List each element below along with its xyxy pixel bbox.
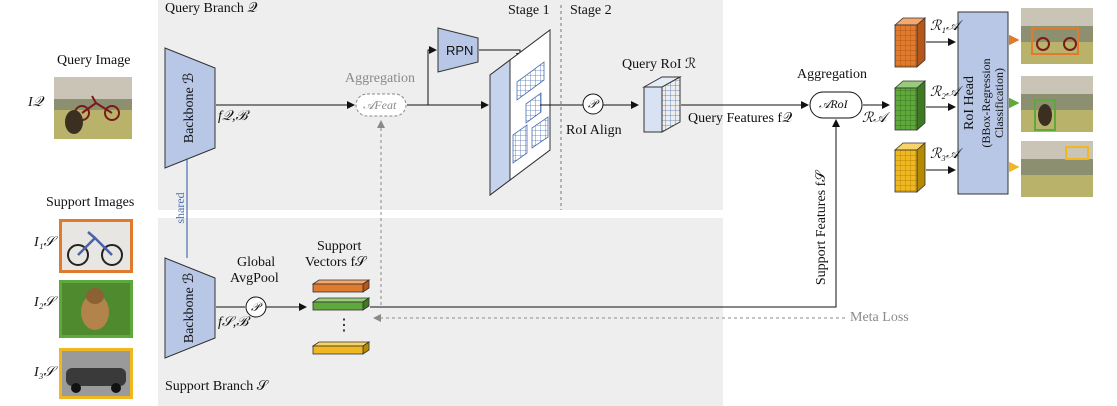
support-branch-label: Support Branch 𝒮 xyxy=(165,379,268,394)
rpn-shape xyxy=(437,27,479,73)
query-roi-label: Query RoI ℛ xyxy=(622,57,697,72)
backbone-support-shape xyxy=(164,257,216,359)
backbone-query-shape xyxy=(164,47,216,169)
support-image-2-symbol: I₂𝒮 xyxy=(34,295,55,310)
query-image-label: Query Image xyxy=(57,53,131,68)
roi-align-pool-symbol: 𝒫 xyxy=(588,97,597,111)
roi-head-box xyxy=(957,11,1009,195)
support-image-2 xyxy=(59,280,133,338)
support-vectors-ellipsis: ⋮ xyxy=(336,317,352,334)
query-image-photo xyxy=(54,77,132,139)
aggregation-feat-node xyxy=(355,93,407,117)
support-vector-yellow xyxy=(311,341,371,355)
rpn-label: RPN xyxy=(446,43,474,58)
output-cube-orange xyxy=(893,17,927,68)
aggregation-roi-title: Aggregation xyxy=(797,67,867,82)
query-image-symbol: I𝒬 xyxy=(28,95,43,110)
output-cube-green xyxy=(893,80,927,131)
support-images-label: Support Images xyxy=(46,195,135,210)
roi-head-line1: RoI Head xyxy=(962,75,977,131)
stage1-label: Stage 1 xyxy=(508,3,550,18)
backbone-support-output: f𝒮,ℬ xyxy=(218,315,248,330)
output-label-1: ℛ₁𝒜 xyxy=(930,19,960,34)
support-photo-car xyxy=(62,351,130,396)
support-image-1-symbol: I₁𝒮 xyxy=(34,235,55,250)
stage2-label: Stage 2 xyxy=(570,3,612,18)
support-vectors-line1: Support xyxy=(317,239,362,254)
aggregation-roi-node xyxy=(809,91,863,119)
backbone-support-label: Backbone ℬ xyxy=(182,272,197,344)
global-pool-symbol: 𝒫 xyxy=(251,300,260,314)
result-photo-3 xyxy=(1021,141,1093,197)
query-branch-label: Query Branch 𝒬 xyxy=(165,1,258,16)
output-label-2: ℛ₂𝒜 xyxy=(930,85,960,100)
support-vectors-line2: Vectors f𝒮 xyxy=(305,255,366,270)
output-cube-yellow xyxy=(893,142,927,193)
query-features-label: Query Features f𝒬 xyxy=(688,111,793,126)
backbone-query-label: Backbone ℬ xyxy=(182,72,197,144)
roi-head-line3: Classification) xyxy=(992,68,1006,138)
aggregation-feat-node-label: 𝒜Feat xyxy=(363,98,397,112)
support-photo-bike xyxy=(62,222,130,270)
support-vector-green xyxy=(311,297,371,311)
meta-loss-label: Meta Loss xyxy=(850,310,909,325)
roi-align-label: RoI Align xyxy=(566,123,622,138)
backbone-query-output: f𝒬,ℬ xyxy=(218,109,248,124)
support-image-1 xyxy=(59,219,133,273)
support-photo-dog xyxy=(62,283,130,335)
support-vector-orange xyxy=(311,279,371,293)
global-avgpool-line1: Global xyxy=(237,255,276,270)
global-avgpool-line2: AvgPool xyxy=(230,271,279,286)
output-label-3: ℛ₃𝒜 xyxy=(930,147,960,162)
aggregation-feat-title: Aggregation xyxy=(345,71,415,86)
support-image-3 xyxy=(59,348,133,399)
aggregation-roi-node-label: 𝒜RoI xyxy=(819,97,848,111)
roi-head-line2: (BBox-Regression xyxy=(979,58,993,148)
aggregation-roi-output: ℛ𝒜 xyxy=(862,111,887,126)
result-photo-1 xyxy=(1021,8,1093,64)
support-image-3-symbol: I₃𝒮 xyxy=(34,365,55,380)
roi-align-pool-node xyxy=(582,93,604,115)
shared-label: shared xyxy=(173,192,187,224)
result-photo-2 xyxy=(1021,76,1093,132)
support-features-label: Support Features f𝒮 xyxy=(814,170,829,286)
